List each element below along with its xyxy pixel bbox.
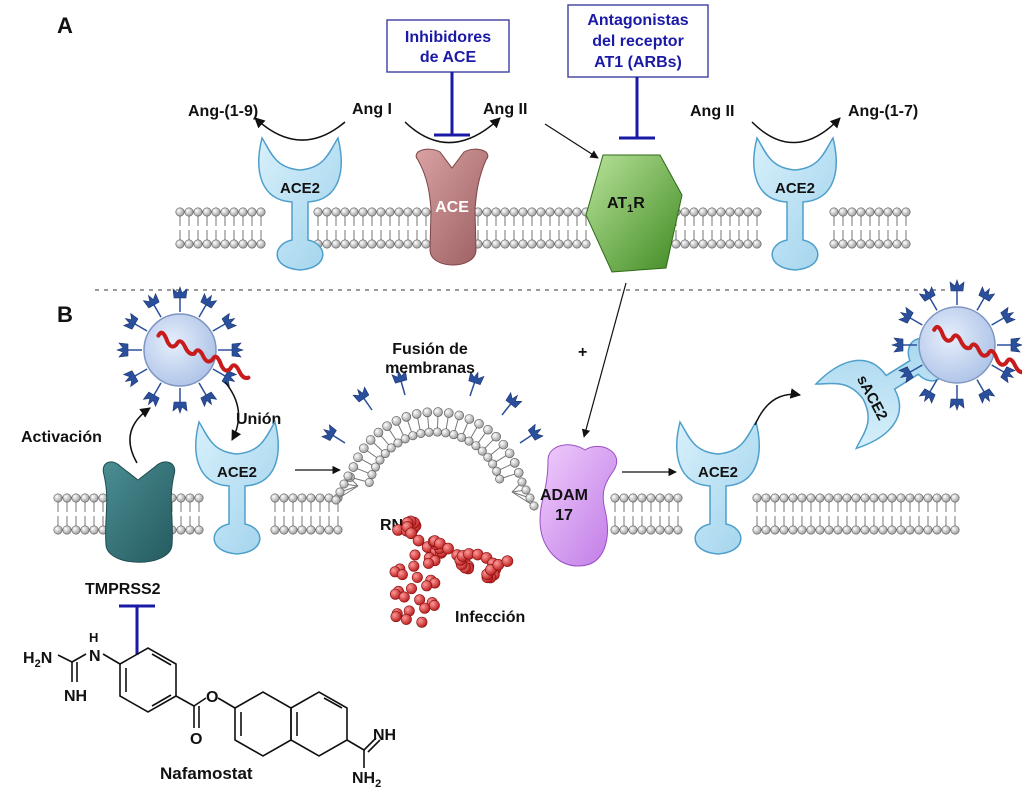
ace2-bound-label: ACE2 bbox=[217, 464, 257, 481]
label-infection: Infección bbox=[455, 609, 525, 626]
sars-cov-2-virion-left bbox=[116, 286, 251, 414]
atom-h-top: H bbox=[89, 630, 98, 645]
ace-enzyme: ACE bbox=[415, 148, 489, 266]
nafamostat-inhibition-symbol bbox=[119, 604, 155, 655]
at1r-label-sub: 1 bbox=[627, 203, 633, 215]
arb-inhibition-symbol bbox=[619, 77, 655, 140]
label-binding: Unión bbox=[236, 411, 281, 428]
label-fusion-line1: Fusión de bbox=[392, 341, 468, 358]
cell-membrane-top bbox=[175, 207, 911, 249]
ace-inhibitors-line1: Inhibidores bbox=[405, 29, 491, 46]
arrow-at1r-to-adam17 bbox=[581, 282, 627, 438]
nafamostat-atom-labels: H2N H N NH O O NH NH2 bbox=[23, 630, 396, 789]
atom-o-carbonyl: O bbox=[190, 731, 202, 748]
arrow-ang-ii-to-at1r bbox=[544, 123, 599, 159]
ace-label: ACE bbox=[435, 199, 469, 216]
ace2-receptor-bound: ACE2 bbox=[195, 420, 279, 555]
panel-label-a: A bbox=[57, 13, 73, 38]
arrow-ang-ii-to-ang-1-7 bbox=[751, 117, 841, 144]
arrow-to-sace2 bbox=[754, 388, 802, 426]
atom-nh2-right: NH2 bbox=[352, 770, 381, 789]
viral-rna-strand bbox=[389, 515, 514, 628]
label-activation: Activación bbox=[21, 429, 102, 446]
membrane-fusion-arc bbox=[321, 370, 544, 511]
ace2-receptor-left: ACE2 bbox=[258, 136, 342, 271]
ace-inhibitors-box: Inhibidores de ACE bbox=[386, 19, 510, 73]
panel-label-b: B bbox=[57, 302, 73, 327]
arb-line1: Antagonistas bbox=[587, 12, 688, 29]
arb-line2: del receptor bbox=[592, 33, 684, 50]
at1r-label-tail: R bbox=[633, 195, 645, 212]
ace2-receptor-shed-site: ACE2 bbox=[676, 420, 760, 555]
label-ang-i: Ang I bbox=[352, 101, 392, 118]
atom-h2n: H2N bbox=[23, 650, 52, 670]
arrow-activation bbox=[129, 407, 151, 464]
label-tmprss2: TMPRSS2 bbox=[85, 581, 161, 598]
atom-nh-left: NH bbox=[64, 688, 87, 705]
adam17-line1: ADAM bbox=[540, 487, 588, 504]
arb-line3: AT1 (ARBs) bbox=[594, 54, 682, 71]
adam17-line2: 17 bbox=[555, 507, 573, 524]
label-ang-ii-left: Ang II bbox=[483, 101, 527, 118]
cell-membrane-bottom bbox=[53, 493, 960, 535]
arrow-ang-i-to-ang-1-9 bbox=[254, 117, 346, 141]
ace2-left-label: ACE2 bbox=[280, 180, 320, 197]
at1r-receptor: AT1R bbox=[585, 154, 683, 273]
plus-sign: + bbox=[578, 344, 587, 361]
label-ang-1-7: Ang-(1-7) bbox=[848, 103, 918, 120]
tmprss2-protease bbox=[102, 461, 176, 563]
nafamostat-structure bbox=[57, 647, 381, 768]
label-nafamostat: Nafamostat bbox=[160, 764, 253, 783]
atom-o-ester: O bbox=[206, 689, 218, 706]
adam17-protease: ADAM 17 bbox=[539, 444, 618, 567]
arb-box: Antagonistas del receptor AT1 (ARBs) bbox=[567, 4, 709, 78]
at1r-label: AT1R bbox=[607, 195, 645, 215]
atom-n-top: N bbox=[89, 648, 101, 665]
ace-inhibitors-line2: de ACE bbox=[420, 49, 477, 66]
label-fusion-line2: membranas bbox=[385, 360, 475, 377]
atom-nh-right: NH bbox=[373, 727, 396, 744]
ace2-receptor-right: ACE2 bbox=[753, 136, 837, 271]
ace2-shed-label: ACE2 bbox=[698, 464, 738, 481]
label-ang-ii-right: Ang II bbox=[690, 103, 734, 120]
ace2-right-label: ACE2 bbox=[775, 180, 815, 197]
arrow-binding bbox=[224, 381, 242, 441]
soluble-ace2 bbox=[814, 338, 945, 450]
arrow-ang-i-to-ang-ii bbox=[404, 117, 501, 144]
sars-cov-2-virion-right bbox=[891, 279, 1022, 411]
at1r-label-main: AT bbox=[607, 195, 627, 212]
label-ang-1-9: Ang-(1-9) bbox=[188, 103, 258, 120]
ace-inhibition-symbol bbox=[434, 72, 470, 137]
